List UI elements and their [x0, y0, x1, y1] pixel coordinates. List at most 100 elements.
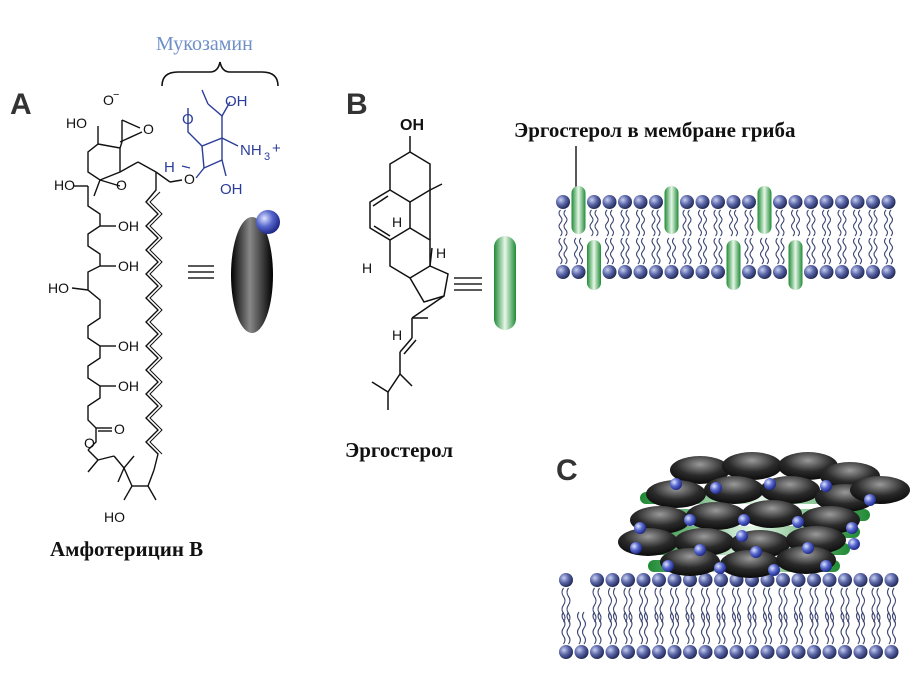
mycosamine-head [630, 542, 642, 554]
lipid-tail [747, 587, 752, 623]
lipid-tail [852, 237, 858, 265]
lipid-head [807, 573, 821, 587]
lipid-tail [837, 209, 842, 237]
lipid-tail [654, 611, 659, 645]
lipid-tail [558, 237, 563, 265]
lipid-tail [744, 237, 749, 265]
lipid-head [773, 265, 787, 279]
lipid-tail [886, 587, 892, 623]
lipid-tail [767, 587, 773, 623]
lipid-tail [685, 587, 690, 623]
lipid-tail [728, 209, 734, 237]
lipid-head [571, 265, 586, 279]
lipid-head [605, 645, 620, 659]
lipid-tail [654, 587, 659, 623]
lipid-tail [682, 209, 687, 237]
lipid-head [742, 195, 756, 209]
lipid-tail [597, 587, 602, 623]
lipid-head [618, 265, 632, 279]
lipid-tail [868, 209, 873, 237]
lipid-tail [824, 611, 830, 645]
mycosamine-head [710, 482, 722, 494]
mycosamine-head [848, 538, 860, 550]
lipid-tail [845, 587, 850, 623]
lipid-tail [731, 587, 737, 623]
lipid-tail [888, 209, 894, 237]
amphotericin-structure [71, 119, 183, 501]
lipid-tail [780, 237, 785, 265]
lipid-tail [749, 237, 754, 265]
lipid-tail [733, 209, 739, 237]
lipid-tail [857, 209, 863, 237]
lipid-tail [744, 209, 749, 237]
lipid-tail [891, 587, 897, 623]
ergosterol-atom-oh: OH [400, 117, 424, 134]
lipid-tail [597, 611, 602, 645]
lipid-tail [860, 611, 866, 645]
lipid-head [652, 573, 666, 587]
lipid-head [602, 265, 617, 279]
lipid-tail [814, 587, 819, 623]
lipid-tail [752, 611, 757, 645]
lipid-tail [604, 209, 610, 237]
panel-label-c: C [556, 454, 578, 487]
lipid-tail [736, 587, 742, 623]
lipid-tail [669, 587, 675, 623]
lipid-head [881, 265, 896, 279]
lipid-head [853, 645, 868, 659]
lipid-tail [824, 587, 830, 623]
lipid-tail [576, 611, 582, 645]
lipid-head [757, 265, 772, 279]
lipid-tail [643, 587, 649, 623]
mycosamine-head [750, 546, 762, 558]
lipid-tail [852, 209, 858, 237]
lipid-tail [716, 611, 721, 645]
lipid-head [869, 573, 883, 587]
lipid-tail [640, 209, 646, 237]
mycosamine-head [684, 514, 696, 526]
lipid-tail [651, 209, 656, 237]
ergosterol-caption: Эргостерол [345, 438, 453, 462]
lipid-head [556, 195, 570, 209]
lipid-head [760, 573, 775, 587]
lipid-head [807, 645, 821, 659]
lipid-head [838, 645, 852, 659]
lipid-head [742, 265, 756, 279]
lipid-head [602, 195, 617, 209]
lipid-tail [811, 209, 816, 237]
amphotericin-model-ellipse [231, 217, 273, 333]
lipid-head [853, 573, 868, 587]
sugar-atom-oh-top: OH [225, 93, 248, 110]
lipid-head [664, 265, 679, 279]
amphotericin-disk [646, 480, 706, 508]
lipid-tail [669, 611, 675, 645]
lipid-tail [659, 611, 664, 645]
lipid-tail [775, 209, 780, 237]
atom-o-lactone-carbonyl: O [114, 421, 125, 437]
lipid-head [714, 573, 728, 587]
lipid-tail [793, 611, 799, 645]
lipid-tail [826, 237, 832, 265]
mycosamine-head [846, 522, 858, 534]
lipid-tail [651, 237, 656, 265]
equivalence-sign-a [188, 265, 214, 279]
lipid-tail [829, 611, 835, 645]
lipid-head [819, 195, 834, 209]
lipid-head [822, 645, 837, 659]
lipid-head [776, 645, 790, 659]
lipid-tail [566, 587, 571, 623]
lipid-tail [749, 209, 754, 237]
mycosamine-head [736, 530, 748, 542]
lipid-tail [561, 611, 566, 645]
sugar-atom-nh-sub: 3 [264, 151, 270, 163]
lipid-tail [876, 587, 881, 623]
lipid-tail [666, 237, 672, 265]
ergosterol-atom-h2: H [362, 260, 372, 276]
lipid-tail [718, 209, 723, 237]
lipid-tail [671, 237, 677, 265]
lipid-tail [638, 587, 644, 623]
lipid-tail [826, 209, 832, 237]
lipid-tail [592, 587, 597, 623]
atom-oh-4: OH [118, 378, 139, 394]
lipid-tail [855, 611, 861, 645]
